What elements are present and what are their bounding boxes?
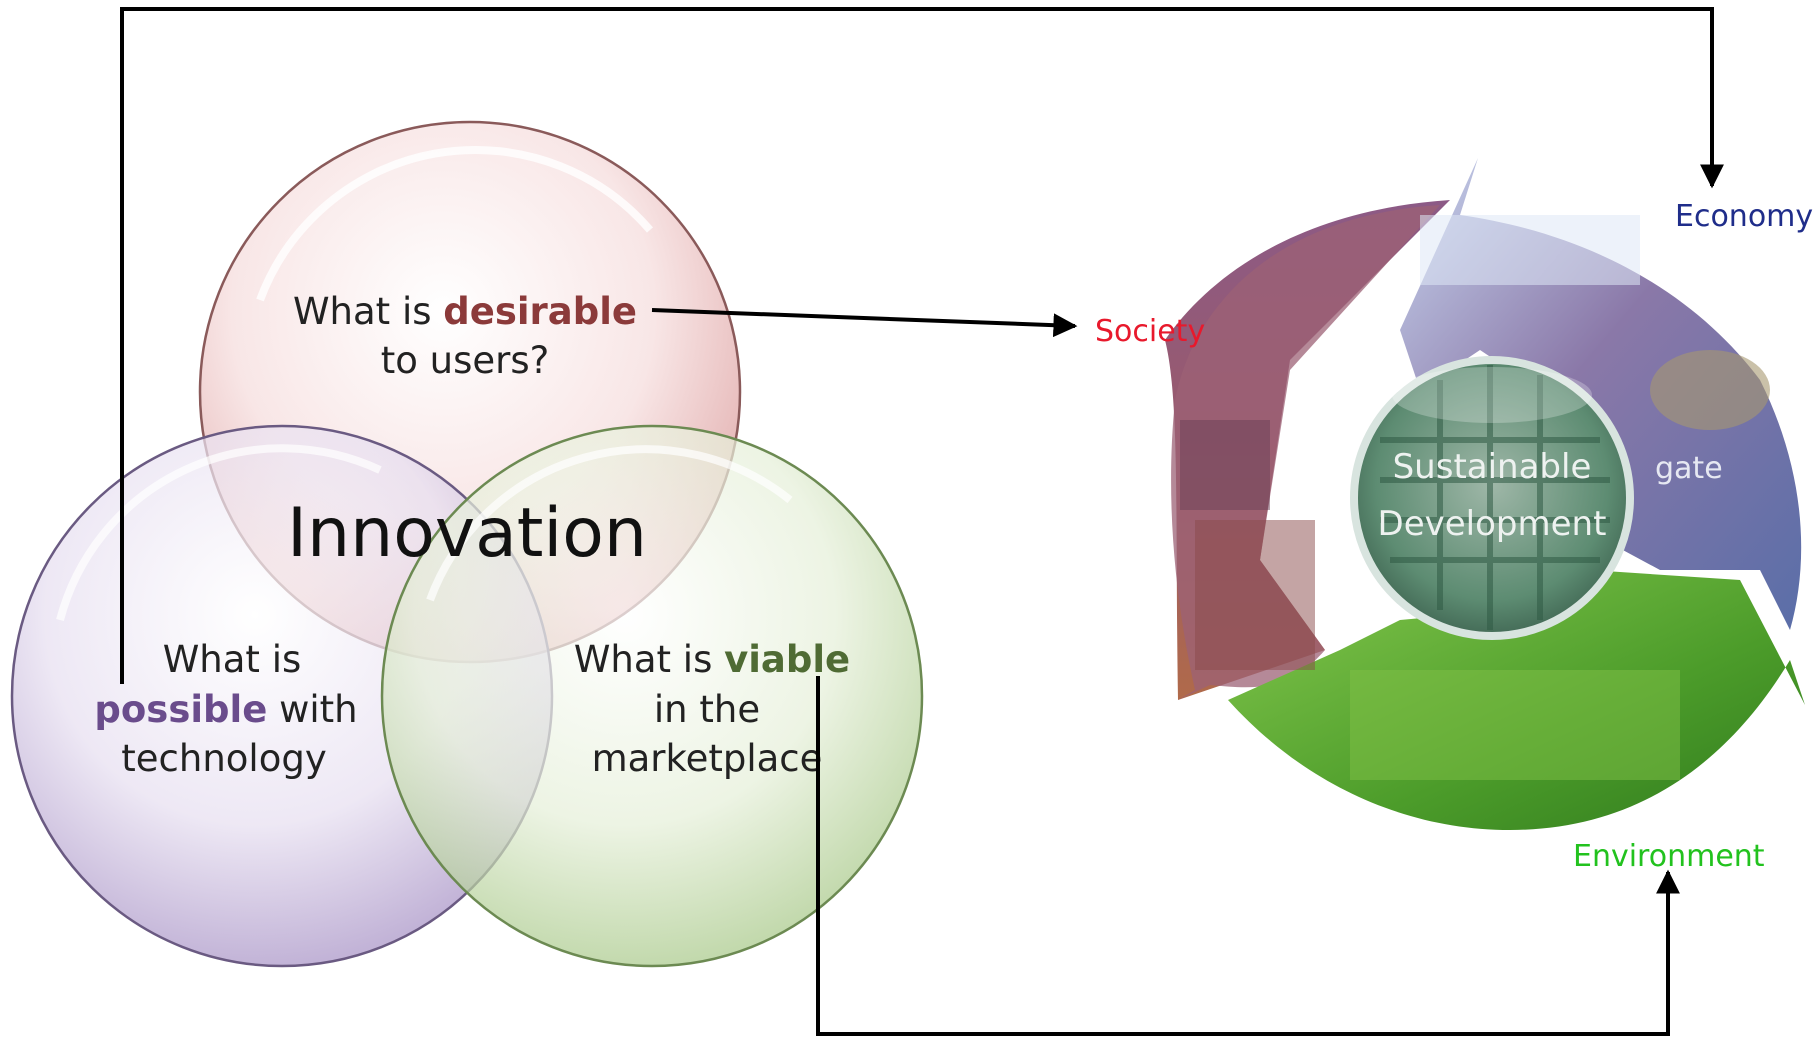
viable-to-environment-connector [816,676,1680,1036]
society-label: Society [1095,314,1205,349]
possible-line3: technology [121,737,326,780]
desirable-keyword: desirable [443,290,637,333]
viable-line2: in the [654,688,760,731]
center-line2: Development [1378,504,1607,544]
possible-keyword: possible [94,688,267,731]
center-grid [1380,365,1610,630]
desirable-prefix: What is [293,290,443,333]
viable-prefix: What is [574,638,724,681]
center-line1: Sustainable [1393,447,1592,487]
desirable-highlight [256,146,654,302]
desirable-text: What is desirable [293,290,637,333]
desirable-to-society-connector [651,308,1078,338]
desirable-line2: to users? [381,339,550,382]
viable-highlight [426,445,793,602]
environment-label: Environment [1573,839,1765,874]
building-texture [1180,420,1270,510]
sustainability-cycle: gate Sustainable Development Society Eco… [1095,158,1813,874]
photo-sign-text: gate [1655,451,1723,486]
possible-line1: What is [163,638,302,681]
crowd-texture [1195,520,1315,670]
economy-label: Economy [1675,199,1813,234]
possible-to-economy-connector [120,7,1724,684]
plane-texture [1420,215,1640,285]
coins-texture [1650,350,1770,430]
venn-diagram: Innovation What is desirable to users? W… [10,120,924,968]
center-shine [1392,367,1592,423]
connectors [120,7,1724,1036]
viable-keyword: viable [724,638,850,681]
possible-highlight [56,444,382,622]
field-texture [1350,670,1680,780]
viable-text: What is viable [574,638,850,681]
possible-suffix: with [267,688,357,731]
possible-text: possible with [94,688,357,731]
viable-line3: marketplace [592,737,823,780]
innovation-label: Innovation [287,494,647,573]
viable-circle [380,424,924,968]
